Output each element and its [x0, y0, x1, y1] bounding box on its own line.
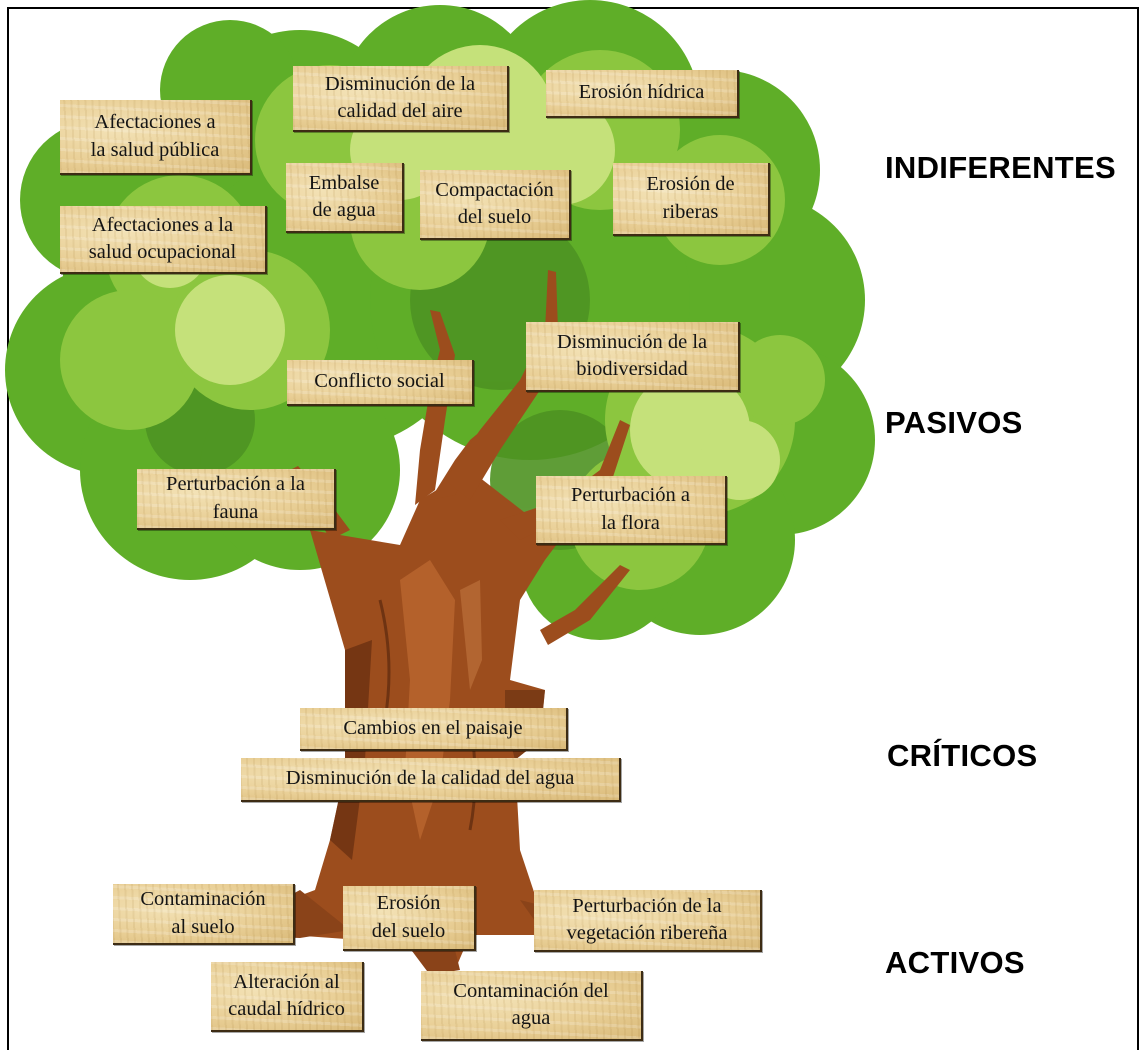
tag-cambios-paisaje: Cambios en el paisaje: [300, 708, 568, 751]
tag-perturbacion-vegetacion: Perturbación de la vegetación ribereña: [534, 890, 762, 952]
tag-disminucion-calidad-agua: Disminución de la calidad del agua: [241, 758, 621, 802]
tag-perturbacion-fauna: Perturbación a la fauna: [137, 469, 336, 530]
category-indiferentes: INDIFERENTES: [885, 150, 1116, 185]
category-activos: ACTIVOS: [885, 945, 1025, 980]
tag-afectaciones-salud-publica: Afectaciones a la salud pública: [60, 100, 252, 175]
category-pasivos: PASIVOS: [885, 405, 1023, 440]
tag-compactacion-suelo: Compactación del suelo: [420, 170, 571, 240]
tag-perturbacion-flora: Perturbación a la flora: [536, 476, 727, 545]
tag-alteracion-caudal: Alteración al caudal hídrico: [211, 962, 364, 1032]
tag-disminucion-biodiversidad: Disminución de la biodiversidad: [526, 322, 740, 392]
tag-contaminacion-suelo: Contaminación al suelo: [113, 884, 295, 945]
tag-afectaciones-salud-ocupacional: Afectaciones a la salud ocupacional: [60, 206, 267, 274]
tag-erosion-riberas: Erosión de riberas: [613, 163, 770, 236]
tag-contaminacion-agua: Contaminación del agua: [421, 971, 643, 1041]
tag-conflicto-social: Conflicto social: [287, 360, 474, 406]
tag-erosion-hidrica: Erosión hídrica: [546, 70, 739, 118]
tag-erosion-suelo: Erosión del suelo: [343, 886, 476, 951]
tag-disminucion-calidad-aire: Disminución de la calidad del aire: [293, 66, 509, 132]
category-criticos: CRÍTICOS: [887, 738, 1038, 773]
tag-embalse-agua: Embalse de agua: [286, 163, 404, 233]
